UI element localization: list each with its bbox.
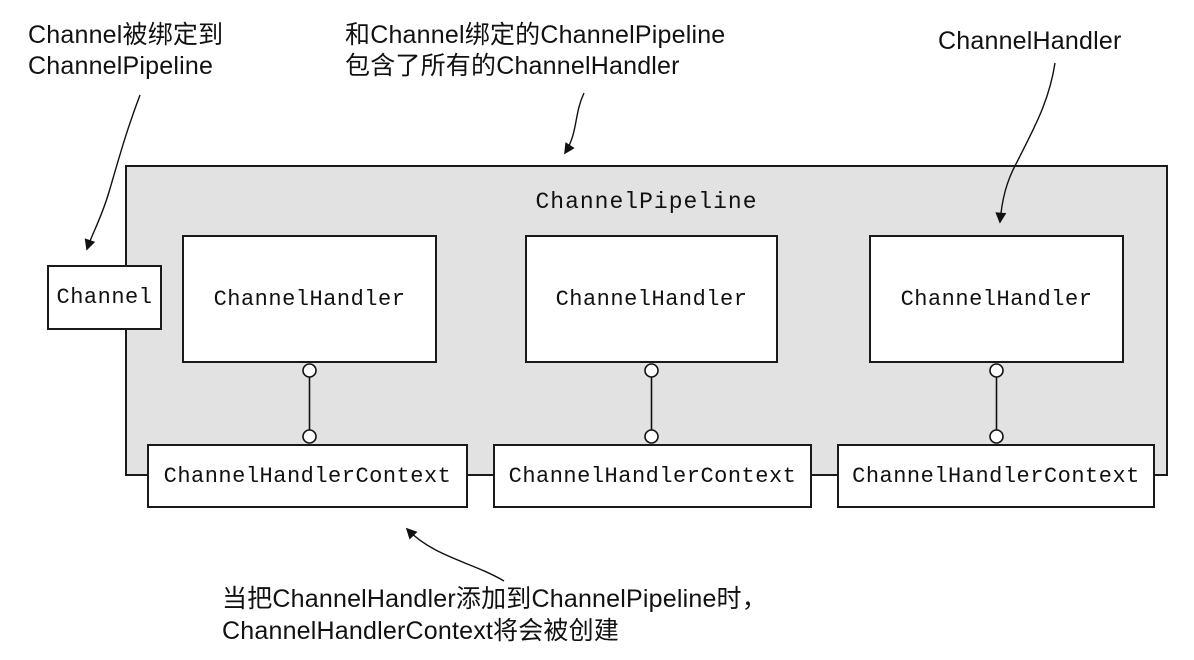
channelhandlercontext-box-3: ChannelHandlerContext: [837, 444, 1155, 508]
channelhandler-label: ChannelHandler: [900, 286, 1093, 312]
channel-box: Channel: [47, 265, 162, 330]
channelhandlercontext-label: ChannelHandlerContext: [852, 463, 1140, 489]
channelhandler-box-3: ChannelHandler: [869, 235, 1124, 363]
leader-arrow-context: [405, 527, 505, 582]
channel-label: Channel: [56, 285, 153, 310]
annotation-channel-bound: Channel被绑定到 ChannelPipeline: [28, 20, 223, 82]
annotation-line: 和Channel绑定的ChannelPipeline: [345, 21, 726, 49]
annotation-line: ChannelHandlerContext将会被创建: [222, 617, 620, 645]
channelhandlercontext-box-2: ChannelHandlerContext: [493, 444, 812, 508]
channelhandler-box-2: ChannelHandler: [525, 235, 778, 363]
channelhandler-label: ChannelHandler: [555, 286, 748, 312]
annotation-line: ChannelPipeline: [28, 52, 214, 80]
annotation-line: 当把ChannelHandler添加到ChannelPipeline时，: [222, 585, 767, 613]
annotation-line: ChannelHandler: [938, 27, 1122, 55]
annotation-line: 包含了所有的ChannelHandler: [345, 52, 680, 80]
annotation-context-created: 当把ChannelHandler添加到ChannelPipeline时， Cha…: [222, 583, 767, 647]
annotation-line: Channel被绑定到: [28, 21, 224, 49]
channelhandlercontext-label: ChannelHandlerContext: [508, 463, 797, 489]
annotation-pipeline-contains: 和Channel绑定的ChannelPipeline 包含了所有的Channel…: [345, 20, 725, 82]
leader-arrow-pipeline: [564, 92, 585, 155]
channelhandler-label: ChannelHandler: [213, 286, 406, 312]
channelhandlercontext-box-1: ChannelHandlerContext: [147, 444, 468, 508]
channelpipeline-title: ChannelPipeline: [535, 189, 758, 215]
annotation-channelhandler: ChannelHandler: [938, 26, 1121, 57]
channelhandlercontext-label: ChannelHandlerContext: [163, 463, 452, 489]
channelhandler-box-1: ChannelHandler: [182, 235, 437, 363]
